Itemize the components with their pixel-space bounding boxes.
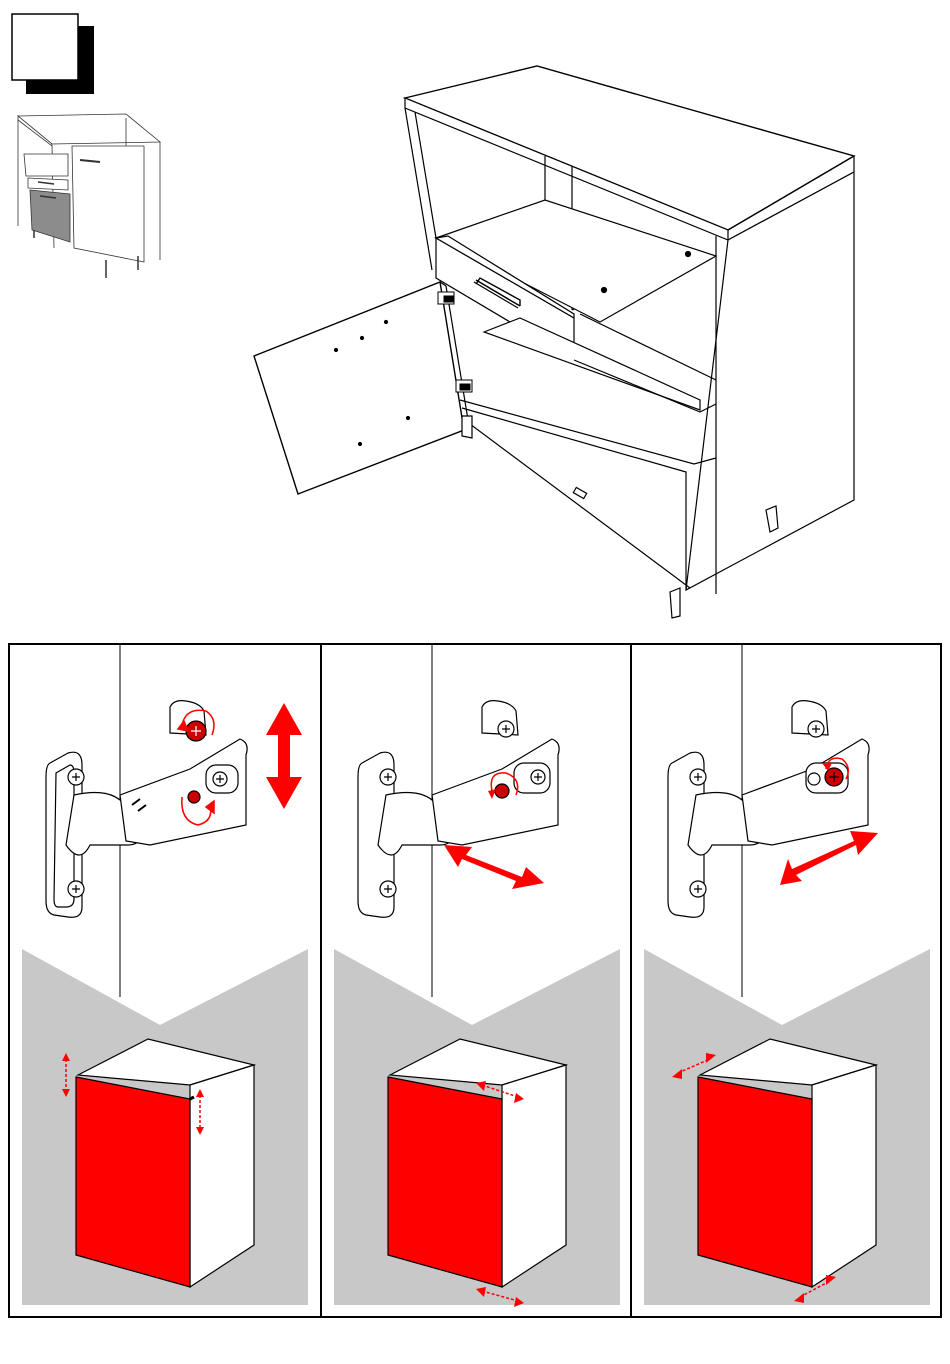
vertical-arrow-icon [266,703,302,809]
cabinet-thumbnail [14,110,164,290]
horizontal-arrow-icon [444,845,544,889]
cabinet-assembly-illustration [240,60,880,620]
hinge-adjustment-panels [8,643,942,1318]
door-cube [76,1039,254,1287]
door-front [76,1077,190,1287]
door-front [698,1077,812,1287]
step-badge [10,12,96,96]
panel-lateral-adjustment [320,645,630,1316]
door-front [388,1077,502,1287]
hinge-icon [668,701,869,918]
panel-depth-adjustment [630,645,940,1316]
panel-vertical-adjustment [10,645,319,1316]
hinge-icon [46,701,247,918]
